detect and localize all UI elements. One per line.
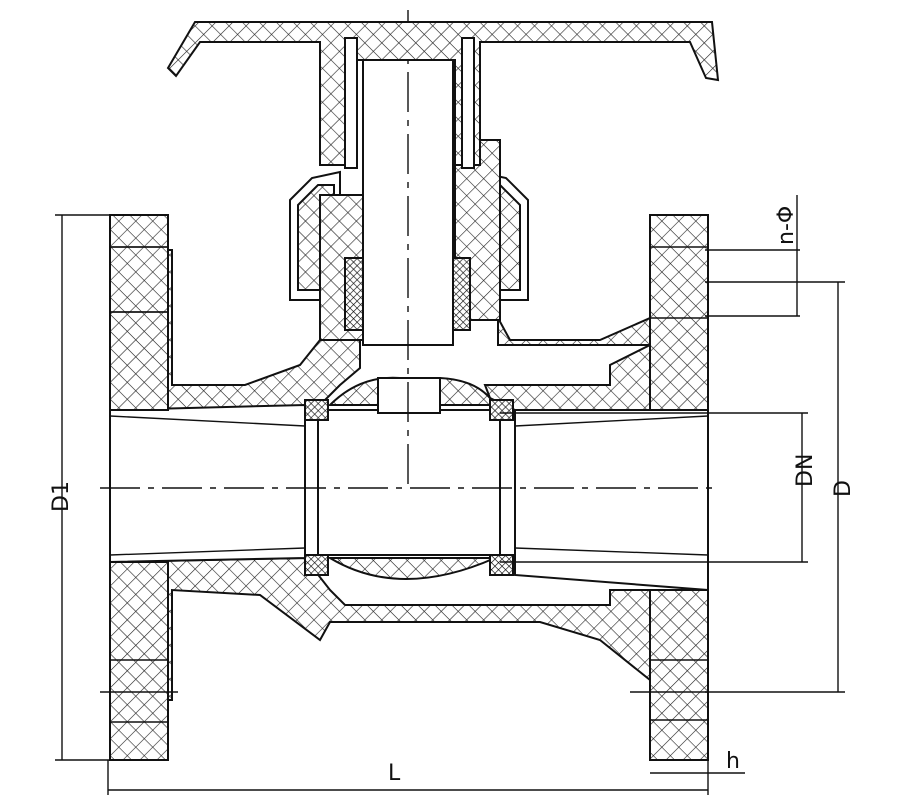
valve-body [109,214,709,761]
label-dn: DN [793,454,818,487]
handwheel [166,21,720,169]
dimension-lines [55,195,845,795]
label-n-phi: n-Φ [774,206,799,245]
label-d1: D1 [49,481,74,512]
label-l: L [388,761,401,786]
label-h: h [726,749,740,774]
bonnet-assembly [289,10,529,490]
label-d: D [831,480,856,497]
